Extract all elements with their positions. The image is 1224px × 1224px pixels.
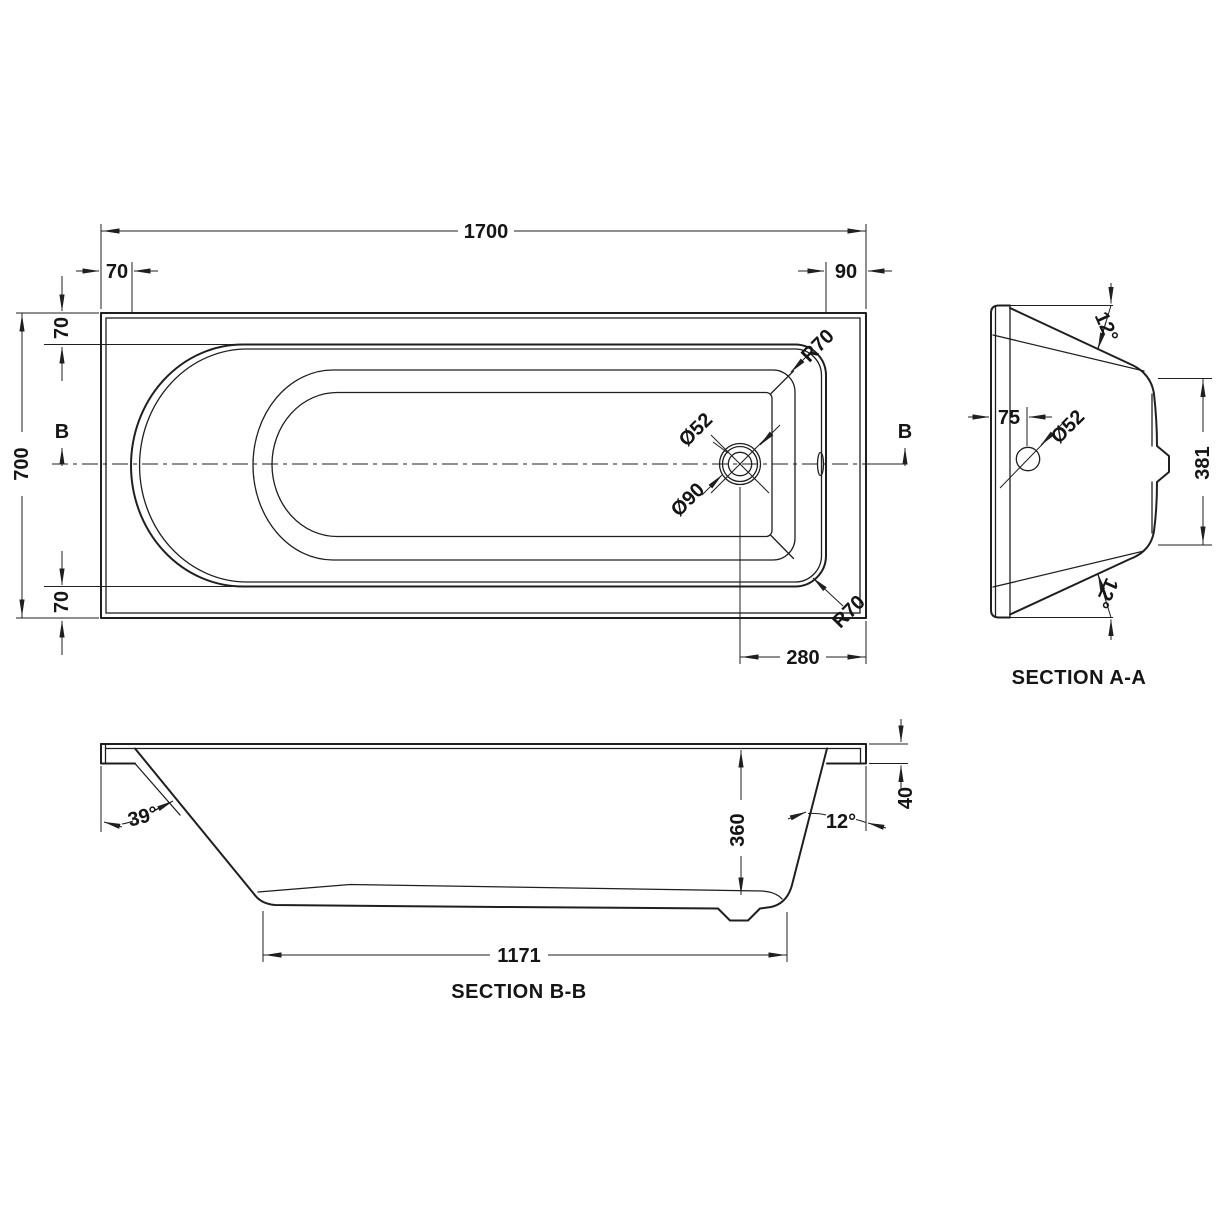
dim-rim-inset-right-label: 90 — [835, 261, 857, 283]
section-aa-view: Ø52 75 12° 12° 381 SECTION A-A — [968, 283, 1214, 689]
drain-waste — [710, 434, 770, 494]
bb-rim-edge-height-label: 40 — [895, 787, 917, 809]
dim-rim-inset-top-label: 70 — [51, 317, 73, 339]
section-marker-left-label: B — [55, 421, 69, 443]
aa-base-width-label: 381 — [1192, 446, 1214, 479]
dim-arrow — [151, 800, 174, 813]
dim-arrow — [1097, 321, 1107, 350]
leader-arrow — [790, 350, 813, 373]
aa-wall-angle-bottom-label: 12° — [1090, 575, 1122, 612]
tub-outer-edge — [100, 312, 867, 619]
dim-overall-width-label: 700 — [11, 447, 33, 480]
dim-rim-inset-left-label: 70 — [106, 261, 128, 283]
leader-arrow — [759, 424, 781, 446]
section-bb-title: SECTION B-B — [451, 981, 587, 1003]
tub-opening-outline — [130, 343, 827, 588]
bb-inner-floor — [257, 883, 783, 900]
aa-wall-angle-top-label: 12° — [1090, 309, 1122, 346]
bb-body-outline — [134, 747, 828, 922]
dim-arc — [855, 819, 867, 823]
aa-body-outline — [1009, 307, 1170, 616]
aa-wall-edge-top — [992, 334, 1145, 372]
aa-drain-hole — [1015, 446, 1041, 472]
dim-overall-length-label: 1700 — [464, 221, 509, 243]
dim-drain-outer-label: Ø90 — [667, 479, 709, 521]
tub-opening-outline-offset — [138, 348, 823, 583]
bb-internal-depth-label: 360 — [727, 813, 749, 846]
corner-chamfer-line — [770, 534, 795, 560]
dim-arrow — [787, 811, 807, 821]
corner-chamfer-line — [770, 370, 795, 395]
bb-head-slope-angle-label: 39° — [126, 802, 161, 831]
aa-wall-edge-bottom — [992, 550, 1145, 588]
leader-arrow — [701, 474, 723, 496]
dim-corner-radius-top-label: R70 — [797, 325, 839, 367]
dim-rim-inset-bottom-label: 70 — [51, 591, 73, 613]
bb-left-rim-end — [100, 743, 136, 765]
dim-drain-to-end-label: 280 — [786, 647, 819, 669]
section-bb-view: 39° 360 12° 40 1171 SECTION B-B — [100, 719, 917, 1003]
section-marker-right-label: B — [898, 421, 912, 443]
bb-right-rim-end — [826, 743, 867, 765]
dim-arc — [121, 820, 134, 825]
leader-arrow — [812, 577, 844, 607]
dim-arrow — [103, 821, 123, 829]
tub-outer-edge-offset — [105, 317, 861, 614]
dim-drain-inner-label: Ø52 — [675, 409, 717, 451]
leader-line — [712, 441, 729, 454]
dim-arc — [807, 812, 827, 816]
plan-view: B B 1700 70 90 — [11, 221, 912, 669]
dim-arrow — [1097, 573, 1107, 602]
bb-base-length-label: 1171 — [497, 945, 540, 967]
aa-drain-hole-label: Ø52 — [1047, 406, 1089, 448]
tub-midwall-outline — [252, 369, 796, 561]
overflow-hole — [816, 451, 825, 477]
section-aa-title: SECTION A-A — [1012, 667, 1147, 689]
aa-rim-outline — [990, 304, 1011, 619]
dim-arrow — [867, 822, 887, 830]
bb-foot-slope-angle-label: 12° — [826, 811, 856, 833]
aa-drain-offset-label: 75 — [998, 407, 1020, 429]
leader-arrow — [1040, 425, 1061, 446]
